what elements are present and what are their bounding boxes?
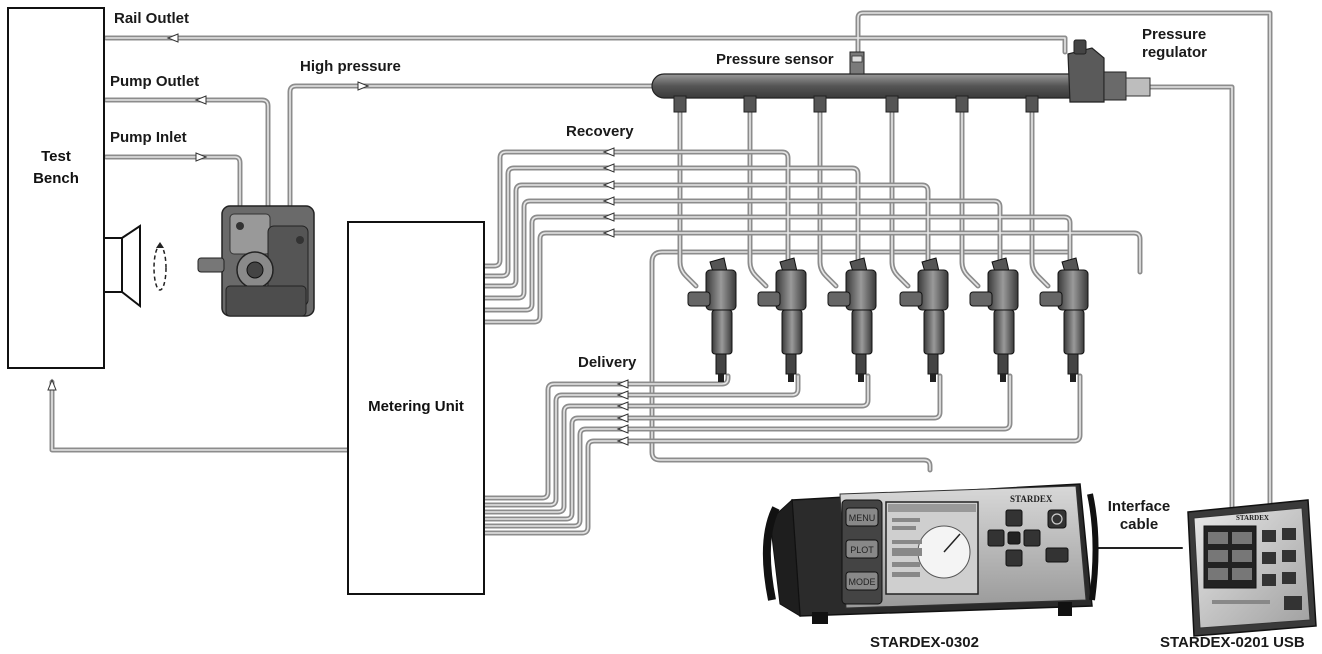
recovery-arrow: [602, 212, 615, 222]
mode-button-label: MODE: [849, 577, 876, 587]
pressure-sensor-label: Pressure sensor: [716, 51, 834, 68]
mode-button: [845, 571, 879, 591]
rail-port: [673, 95, 687, 113]
delivery-arrow: [616, 424, 629, 434]
return-pipe: [49, 379, 351, 453]
plot-button: [845, 539, 879, 559]
pump-outlet-label: Pump Outlet: [110, 73, 200, 90]
recovery-arrow: [602, 228, 615, 238]
rail-outlet-label: Rail Outlet: [114, 10, 190, 27]
high-pressure-pipe: [287, 83, 655, 215]
pressure-sensor-body: [849, 51, 865, 75]
recovery-arrow: [602, 147, 615, 157]
test-bench-label: Test Bench: [8, 146, 104, 190]
stardex-0302-label: STARDEX-0302: [870, 634, 979, 651]
rail-port: [1025, 95, 1039, 113]
recovery-arrow: [602, 196, 615, 206]
test-bench: [7, 7, 167, 369]
d-pad: [987, 509, 1041, 567]
pressure-regulator-label: Pressure regulator: [1142, 26, 1207, 62]
stardex-0302-brand: STARDEX: [1010, 494, 1053, 504]
delivery-label: Delivery: [578, 354, 637, 371]
stardex-0302-device: MENU PLOT MODE STARDEX: [762, 483, 1099, 624]
high-pressure-label: High pressure: [300, 58, 401, 75]
arrow-high-pressure: [357, 81, 370, 91]
stardex-0201-brand: STARDEX: [1236, 514, 1269, 522]
delivery-arrow: [616, 413, 629, 423]
power-button: [1047, 509, 1067, 529]
rail-port: [955, 95, 969, 113]
rail-port: [743, 95, 757, 113]
menu-button-label: MENU: [849, 513, 876, 523]
injectors: [687, 257, 1089, 382]
flow-arrows: [47, 33, 629, 446]
test-bench-label-line2: Bench: [33, 170, 79, 187]
injector: [687, 257, 737, 382]
recovery-arrow: [602, 163, 615, 173]
delivery-arrow: [616, 401, 629, 411]
pressure-regulator-label-line2: regulator: [1142, 44, 1208, 61]
recovery-label: Recovery: [566, 123, 634, 140]
test-bench-box: [7, 7, 105, 369]
rail-port: [813, 95, 827, 113]
rail-outlet-pipe: [103, 35, 1068, 55]
arrow-pump-outlet: [194, 95, 207, 105]
injector: [827, 257, 877, 382]
interface-cable-label-line2: cable: [1119, 516, 1159, 533]
pressure-regulator-label-line1: Pressure: [1142, 26, 1207, 43]
regulator-cable: [1147, 84, 1235, 515]
delivery-arrow: [616, 436, 629, 446]
injector: [969, 257, 1019, 382]
interface-cable-label-line1: Interface: [1107, 498, 1171, 515]
stardex-0201-device: STARDEX: [1187, 499, 1317, 637]
rail-port: [885, 95, 899, 113]
pump-inlet-pipe: [103, 154, 243, 209]
arrow-pump-inlet: [195, 152, 208, 162]
delivery-arrow: [616, 390, 629, 400]
pressure-regulator-body: [1067, 39, 1151, 103]
interface-cable-label: Interface cable: [1096, 498, 1182, 534]
menu-button: [845, 507, 879, 527]
metering-unit-label: Metering Unit: [368, 398, 464, 415]
pump-inlet-label: Pump Inlet: [110, 129, 187, 146]
rail-body: [651, 73, 1093, 99]
plot-button-label: PLOT: [850, 545, 874, 555]
metering-unit-box: [347, 221, 485, 595]
injector: [1039, 257, 1089, 382]
rotation-arrow-icon: [153, 245, 167, 291]
stardex-0201-label: STARDEX-0201 USB: [1160, 634, 1305, 651]
recovery-arrow: [602, 180, 615, 190]
test-bench-label-line1: Test: [41, 148, 71, 165]
arrow-rail-outlet: [166, 33, 179, 43]
injector: [899, 257, 949, 382]
arrow-return: [47, 378, 57, 391]
common-rail: [651, 39, 1151, 113]
delivery-arrow: [616, 379, 629, 389]
hp-line: [1029, 109, 1051, 289]
injector: [757, 257, 807, 382]
pipes: [49, 10, 1273, 549]
high-pressure-pump-image: [197, 205, 315, 317]
